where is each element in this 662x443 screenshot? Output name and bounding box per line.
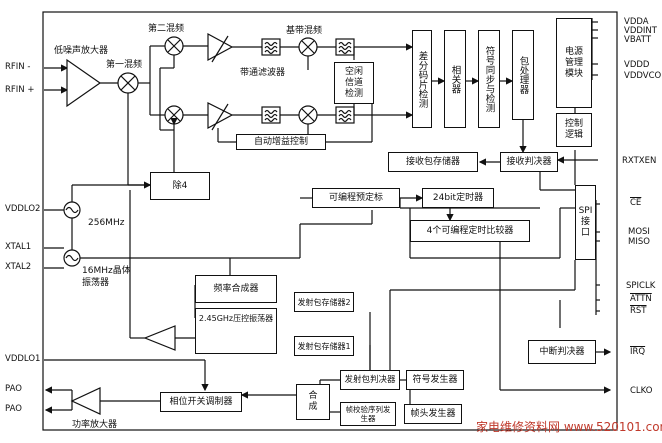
rx-arbiter-block: 接收判决器 — [500, 152, 558, 172]
lna-triangle — [66, 58, 102, 108]
pin-xtal1: XTAL1 — [5, 242, 32, 252]
prescaler-block: 可编程预定标 — [312, 188, 400, 208]
clear-channel-detect-block: 空闲 信道 检测 — [334, 62, 374, 104]
lowpass-filter-top — [335, 38, 355, 56]
pin-xtal2: XTAL2 — [5, 262, 32, 272]
pa-triangle — [70, 387, 101, 415]
frame-check-block: 帧校验序列发 生器 — [340, 402, 396, 426]
diff-code-detect-block: 差分码片检测 — [412, 30, 432, 128]
vga-bottom — [207, 102, 234, 130]
symbol-gen-block: 符号发生器 — [406, 370, 464, 390]
pin-vbatt: VBATT — [624, 35, 652, 45]
lowpass-filter-bottom — [335, 106, 355, 124]
pin-rfin-minus: RFIN - — [5, 62, 31, 72]
comparators-block: 4个可编程定时比较器 — [410, 220, 530, 242]
symbol-sync-block: 符号同步与检测 — [478, 30, 500, 128]
chip-outline — [42, 11, 618, 431]
control-logic-block: 控制 逻辑 — [556, 113, 592, 147]
pin-pao-top: PAO — [5, 384, 22, 394]
pin-rxtxen: RXTXEN — [622, 156, 657, 166]
pin-mosi: MOSI — [628, 227, 650, 237]
freq-synth-block: 频率合成器 — [195, 275, 277, 303]
tx-buffer1-block: 发射包存储器1 — [294, 336, 354, 356]
agc-block: 自动增益控制 — [236, 134, 326, 150]
pin-vddd: VDDD — [624, 60, 650, 70]
watermark: 家电维修资料网 www.520101.com — [476, 420, 662, 434]
pin-vddint: VDDINT — [624, 26, 657, 36]
pin-ce: CE — [630, 198, 642, 208]
pin-spiclk: SPICLK — [626, 281, 656, 291]
pin-vddvco: VDDVCO — [624, 71, 662, 81]
pin-vddlo2: VDDLO2 — [5, 204, 41, 214]
bandpass-filter-bottom — [261, 106, 281, 124]
baseband-mixer-label: 基带混频 — [286, 26, 323, 36]
packet-processor-block: 包处理器 — [512, 30, 534, 120]
osc-256mhz-label: 256MHz — [88, 218, 125, 228]
irq-arbiter-block: 中断判决器 — [528, 340, 596, 364]
power-management-block: 电源 管理 模块 — [556, 18, 592, 108]
pin-miso: MISO — [628, 237, 650, 247]
pin-irq: IRQ — [630, 347, 646, 357]
pin-rfin-plus: RFIN + — [5, 85, 35, 95]
pin-rst: RST — [630, 306, 647, 316]
div4-block: 除4 — [150, 172, 210, 200]
crystal-label: 16MHz晶体 — [82, 266, 131, 276]
pin-vddlo1: VDDLO1 — [5, 354, 41, 364]
vga-top — [207, 32, 234, 62]
header-gen-block: 帧头发生器 — [404, 404, 462, 424]
bandpass-label: 带通滤波器 — [240, 68, 286, 78]
bandpass-filter-top — [261, 38, 281, 56]
spi-block: SPI 接 口 — [575, 185, 596, 260]
pin-pao-bottom: PAO — [5, 404, 22, 414]
pa-label: 功率放大器 — [72, 420, 118, 430]
crystal-label-2: 振荡器 — [82, 278, 110, 288]
timer24-block: 24bit定时器 — [422, 188, 494, 208]
lna-label: 低噪声放大器 — [54, 46, 109, 56]
rx-buffer-block: 接收包存储器 — [388, 152, 478, 172]
phase-modulator-block: 相位开关调制器 — [160, 392, 242, 412]
vco-block: 2.45GHz压控振荡器 — [195, 308, 277, 354]
pin-clko: CLKO — [630, 386, 653, 396]
first-mixer-label: 第一混频 — [106, 60, 143, 70]
second-mixer-label: 第二混频 — [148, 24, 185, 34]
vco-buffer-triangle — [143, 325, 176, 351]
tx-buffer2-block: 发射包存储器2 — [294, 292, 354, 312]
pin-vdda: VDDA — [624, 17, 649, 27]
combine-block: 合 成 — [296, 384, 330, 420]
tx-arbiter-block: 发射包判决器 — [340, 370, 400, 390]
correlator-block: 相关器 — [444, 30, 466, 128]
pin-attn: ATTN — [630, 294, 652, 304]
